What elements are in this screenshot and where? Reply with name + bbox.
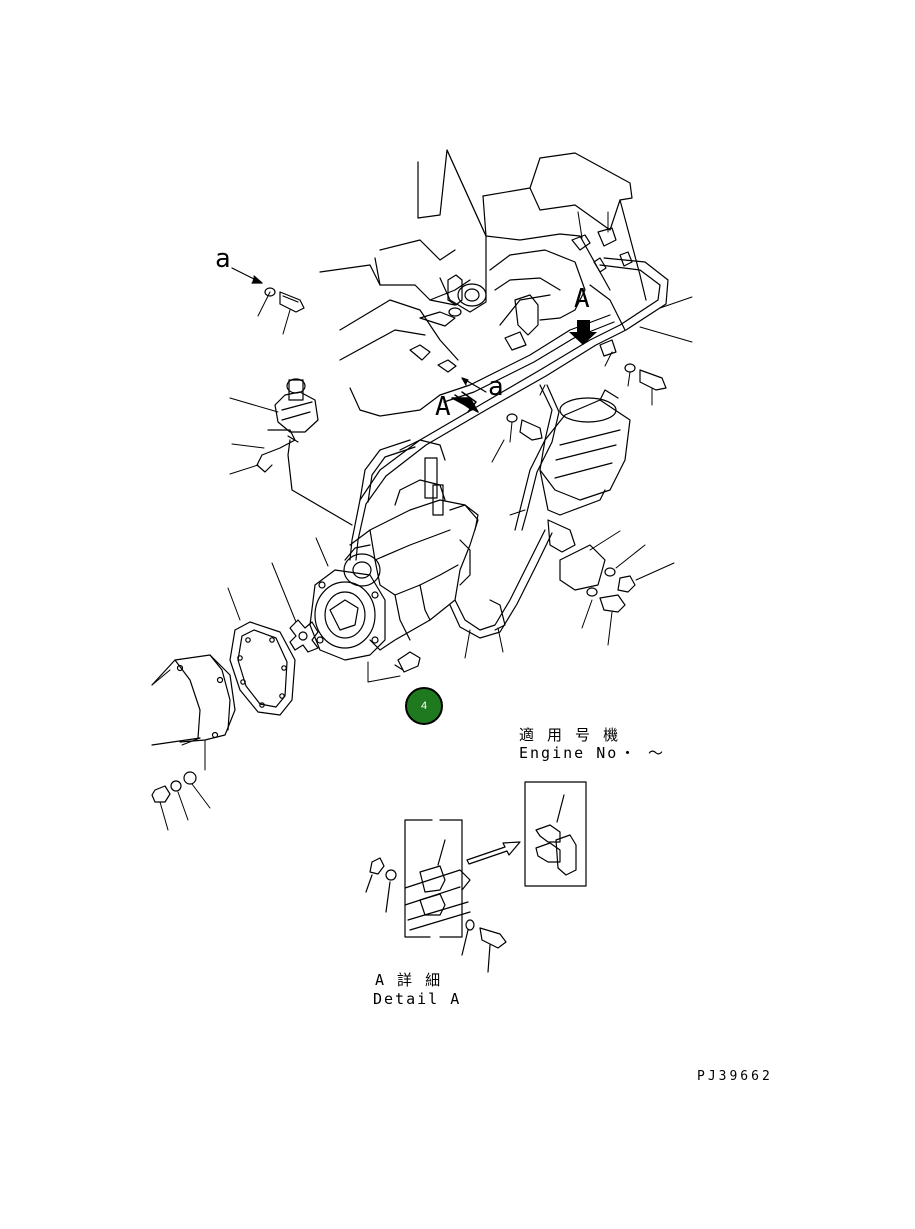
engine-block (319, 149, 647, 417)
view-a-label-top: A (574, 284, 590, 314)
fuel-filter (539, 389, 631, 553)
pointer-a-mid (461, 377, 487, 393)
arrow-a-top (569, 320, 597, 345)
part-callout-number: 4 (420, 700, 428, 712)
engine-number-range: ・ 〜 (620, 744, 666, 762)
priming-pump (256, 378, 353, 526)
engine-number-label: Engine No (519, 744, 619, 762)
gasket (229, 621, 296, 716)
part-callout-button[interactable]: 4 (405, 687, 443, 725)
fasteners (151, 227, 667, 803)
reference-a-label-top: a (215, 244, 231, 274)
pointer-a-top (231, 267, 263, 284)
view-a-label-mid: A (435, 392, 451, 422)
hollow-arrow (466, 841, 521, 865)
gear-housing (151, 654, 236, 746)
detail-a-label-en: Detail A (373, 990, 462, 1008)
fuel-lines (349, 257, 669, 639)
coupling-spider (289, 619, 319, 653)
reference-a-label-mid: a (488, 372, 504, 402)
detail-a-view (365, 819, 507, 973)
applicable-engine-inset (524, 781, 587, 887)
detail-a-label-jp: A 詳 細 (375, 971, 443, 989)
applicable-machine-label: 適 用 号 機 (519, 726, 621, 744)
arrow-a-mid (451, 391, 479, 413)
leader-lines (151, 149, 693, 831)
drawing-number: PJ39662 (697, 1069, 773, 1084)
injection-pump (309, 439, 479, 661)
